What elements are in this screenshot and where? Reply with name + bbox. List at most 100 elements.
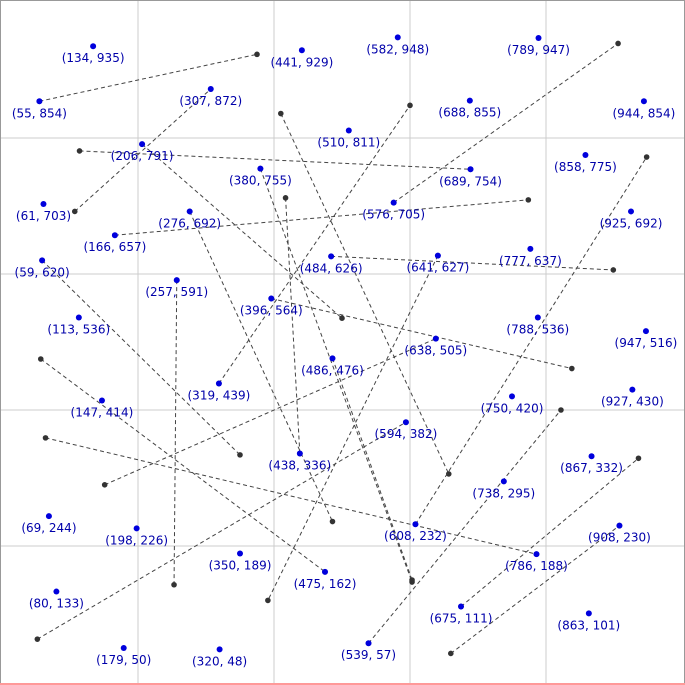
dashed-segment — [141, 143, 343, 319]
point-label: (61, 703) — [16, 209, 71, 223]
point-label: (380, 755) — [229, 174, 292, 188]
segment-endpoint — [282, 195, 289, 201]
data-point — [329, 355, 336, 362]
point-label: (908, 230) — [588, 531, 651, 545]
segment-endpoint — [42, 435, 49, 441]
point-label: (786, 188) — [505, 559, 568, 573]
point-label: (944, 854) — [613, 106, 676, 120]
segment-endpoint — [445, 471, 452, 477]
dashed-segment — [331, 255, 614, 271]
point-label: (147, 414) — [71, 405, 134, 419]
data-point — [466, 97, 473, 104]
dashed-segment — [189, 211, 333, 522]
data-point — [139, 141, 146, 148]
point-label: (582, 948) — [366, 42, 429, 56]
point-label: (641, 627) — [406, 261, 469, 275]
point-label: (198, 226) — [105, 533, 168, 547]
dashed-segment — [271, 297, 572, 370]
point-label: (166, 657) — [83, 240, 146, 254]
data-point — [133, 525, 140, 532]
point-label: (307, 872) — [179, 94, 242, 108]
point-label: (510, 811) — [317, 136, 380, 150]
point-label: (927, 430) — [601, 395, 664, 409]
point-label: (319, 439) — [188, 388, 251, 402]
data-point — [120, 645, 127, 651]
segment-endpoint — [254, 51, 260, 58]
data-point — [390, 199, 397, 206]
segment-endpoint — [34, 636, 41, 642]
data-point — [402, 419, 409, 426]
dashed-segment — [415, 156, 648, 525]
point-label: (276, 692) — [158, 216, 221, 230]
point-label: (486, 476) — [301, 363, 364, 377]
point-label: (179, 50) — [96, 653, 151, 667]
data-point — [53, 588, 60, 595]
dashed-segment — [460, 457, 639, 607]
segment-endpoint — [265, 597, 271, 604]
dashed-segment — [173, 280, 178, 585]
dashed-segment — [104, 338, 437, 486]
dashed-segment — [280, 113, 450, 475]
dashed-segment — [37, 421, 407, 640]
data-point — [642, 328, 649, 335]
point-label: (539, 57) — [341, 648, 396, 662]
data-point — [533, 551, 540, 558]
data-point — [215, 380, 222, 387]
dashed-segment — [74, 88, 212, 212]
data-point — [40, 200, 47, 207]
dashed-segment — [393, 43, 619, 204]
segment-endpoint — [407, 102, 413, 109]
point-label: (320, 48) — [192, 654, 247, 668]
segment-endpoint — [329, 518, 336, 525]
dashed-segment — [368, 409, 562, 644]
data-point — [509, 393, 515, 400]
data-point — [394, 34, 401, 41]
data-point — [527, 245, 534, 252]
point-label: (777, 637) — [499, 254, 562, 268]
data-point — [75, 314, 82, 321]
data-point — [616, 522, 623, 529]
dashed-segment — [259, 168, 413, 583]
point-label: (689, 754) — [439, 174, 502, 188]
point-label: (55, 854) — [12, 106, 67, 120]
point-label: (484, 626) — [300, 261, 363, 275]
data-point — [467, 166, 474, 173]
point-label: (113, 536) — [47, 323, 110, 337]
point-label: (608, 232) — [384, 529, 447, 543]
data-point — [585, 610, 592, 617]
point-label: (867, 332) — [560, 461, 623, 475]
data-point — [628, 208, 634, 215]
point-label: (80, 133) — [29, 597, 84, 611]
dashed-segment — [267, 255, 439, 601]
dashed-segment — [114, 199, 529, 236]
segment-endpoint — [569, 365, 575, 372]
data-point — [173, 277, 180, 284]
data-point — [432, 335, 439, 342]
dashed-segment — [332, 358, 413, 581]
segment-endpoint — [37, 356, 44, 362]
dashed-segment — [41, 260, 241, 456]
point-label: (134, 935) — [62, 51, 125, 65]
data-point — [237, 550, 243, 557]
data-point — [458, 603, 464, 610]
data-point — [500, 478, 507, 485]
point-label: (69, 244) — [21, 521, 76, 535]
point-label: (947, 516) — [615, 336, 678, 350]
point-label: (594, 382) — [375, 427, 438, 441]
data-point — [90, 43, 97, 50]
segment-endpoint — [610, 267, 617, 273]
point-label: (789, 947) — [507, 43, 570, 57]
data-point — [45, 513, 52, 520]
data-point — [434, 252, 441, 259]
data-point — [345, 127, 352, 134]
data-point — [216, 646, 223, 653]
point-label: (638, 505) — [404, 344, 467, 358]
point-label: (438, 336) — [268, 459, 331, 473]
data-point — [412, 521, 419, 528]
segment-endpoint — [558, 407, 564, 413]
data-point — [534, 314, 541, 321]
data-point — [298, 47, 305, 54]
segment-endpoint — [71, 208, 78, 215]
